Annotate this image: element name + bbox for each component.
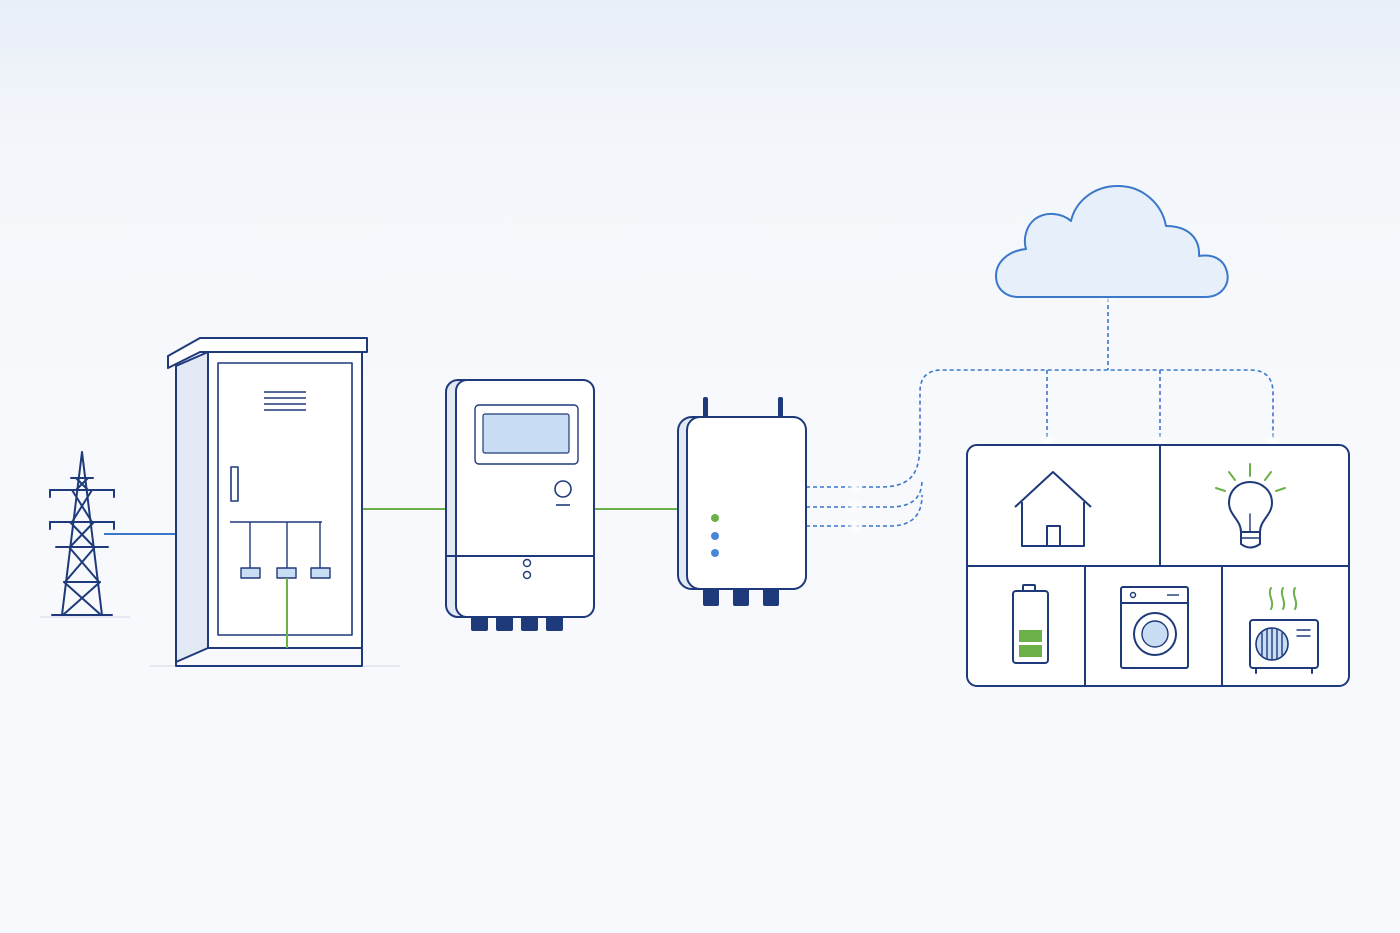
gateway-led bbox=[711, 549, 719, 557]
washing-machine-icon bbox=[1120, 586, 1189, 669]
heat-pump-icon bbox=[1249, 587, 1319, 674]
smart-meter-icon bbox=[445, 379, 595, 631]
transmission-tower-icon bbox=[49, 451, 115, 616]
connection-links bbox=[104, 298, 1274, 535]
gateway-led bbox=[711, 514, 719, 522]
link-gateway-panel bbox=[806, 369, 1274, 527]
battery-icon bbox=[1012, 584, 1049, 664]
house-icon bbox=[1014, 471, 1092, 547]
electrical-cabinet-icon bbox=[167, 337, 368, 667]
router-gateway-icon bbox=[677, 397, 807, 606]
lightbulb-icon bbox=[1215, 463, 1286, 549]
cloud-icon bbox=[995, 185, 1229, 298]
gateway-led bbox=[711, 532, 719, 540]
